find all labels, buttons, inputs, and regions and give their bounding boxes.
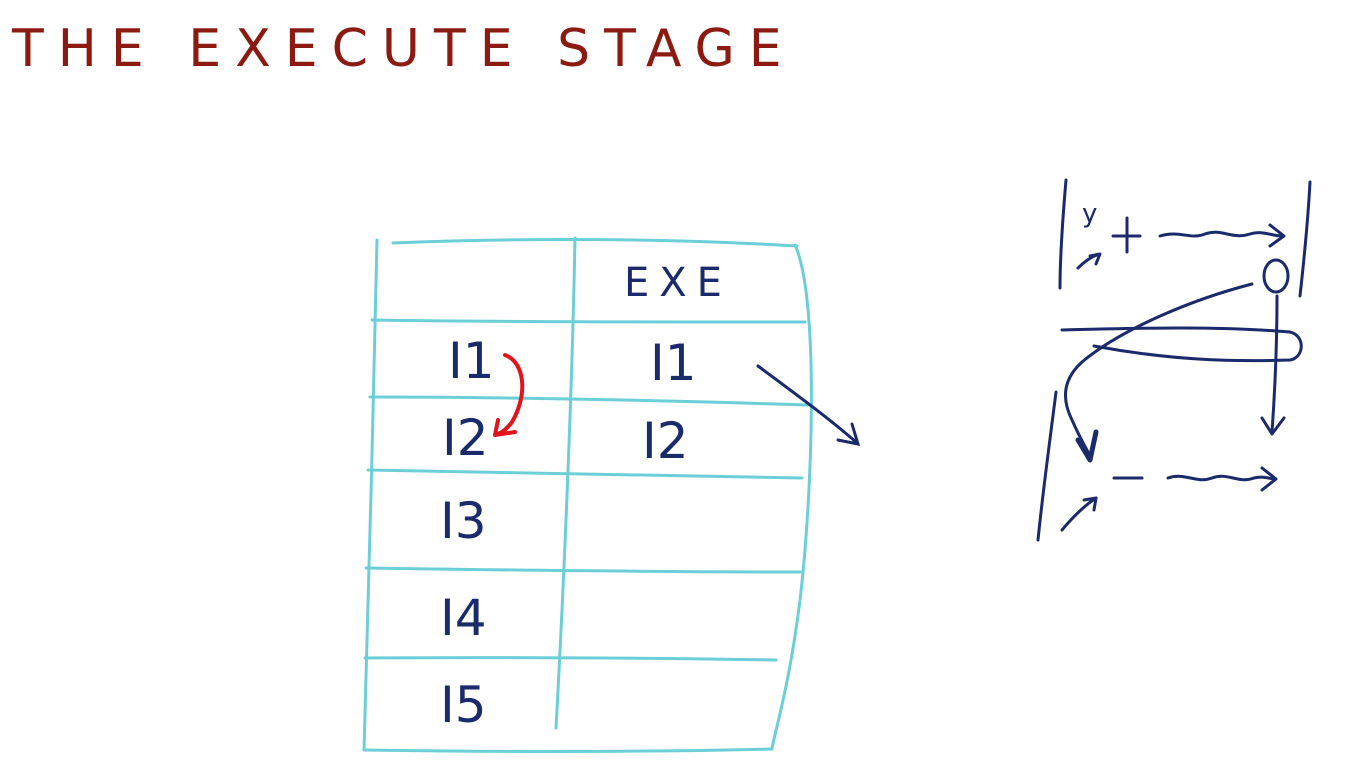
table-cell-instruction: I5	[440, 676, 487, 734]
table-column-divider	[554, 236, 577, 730]
latch-bar-left-top	[1058, 178, 1068, 290]
table-cell-exe: I1	[650, 334, 697, 392]
output-node	[1262, 258, 1290, 294]
latch-bar-left-bottom	[1036, 390, 1058, 542]
table-row-line	[370, 318, 807, 324]
small-input-arrow	[1076, 252, 1102, 270]
wavy-arrow-top	[1158, 230, 1284, 238]
table-row-line	[368, 395, 810, 407]
table-row-line	[366, 468, 804, 480]
table-border-right	[770, 243, 813, 750]
page-title: THE EXECUTE STAGE	[11, 19, 796, 79]
table-cell-exe: I2	[642, 412, 689, 470]
table-row-line	[363, 656, 778, 662]
middle-bus	[1060, 326, 1303, 363]
exe-output-arrow	[756, 364, 861, 446]
table-cell-instruction: I4	[440, 589, 487, 647]
table-cell-instruction: I1	[448, 332, 495, 390]
table-border-bottom	[362, 747, 774, 753]
plus-sign	[1111, 216, 1142, 254]
feedback-wire	[1063, 282, 1254, 458]
alu-input-label: y	[1082, 199, 1097, 229]
wavy-arrow-bottom	[1166, 474, 1276, 482]
pipeline-table	[362, 236, 813, 753]
dependency-arrow	[493, 353, 525, 437]
table-header-exe: EXE	[624, 260, 732, 306]
small-input-arrow-bottom	[1060, 496, 1098, 532]
down-arrow	[1270, 294, 1279, 434]
table-border-left	[362, 238, 379, 752]
table-cell-instruction: I2	[442, 409, 489, 467]
table-cell-instruction: I3	[440, 492, 487, 550]
alu-sketch	[1036, 178, 1312, 542]
table-border-top	[391, 238, 799, 248]
table-row-line	[364, 566, 802, 574]
latch-bar-right	[1298, 180, 1312, 298]
